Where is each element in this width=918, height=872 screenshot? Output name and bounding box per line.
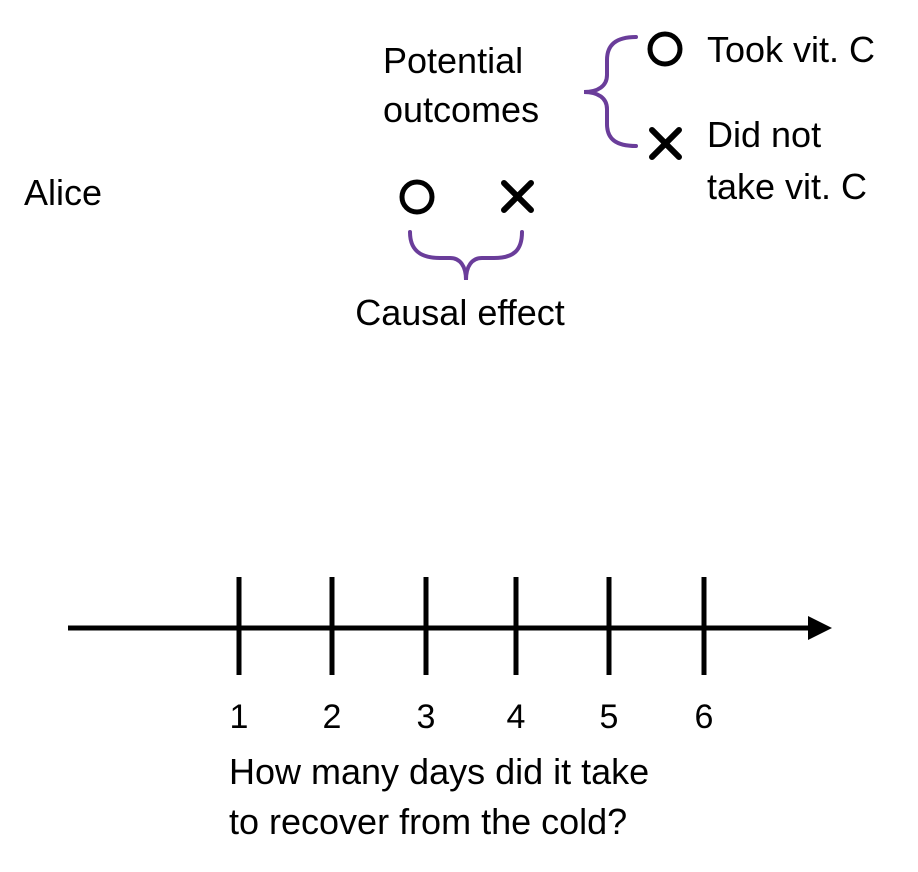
- axis-question-line2: to recover from the cold?: [229, 801, 627, 842]
- legend-title-line2: outcomes: [383, 89, 539, 130]
- axis-tick-label-4: 4: [507, 698, 526, 736]
- legend-title-line1: Potential: [383, 40, 523, 81]
- axis-tick-label-2: 2: [323, 698, 342, 736]
- legend-not-took-line1: Did not: [707, 114, 821, 155]
- legend-took-label: Took vit. C: [707, 29, 875, 70]
- causal-effect-bracket: [408, 230, 524, 281]
- axis-tick-label-6: 6: [695, 698, 714, 736]
- alice-no-vitc-cross-icon: [501, 180, 534, 213]
- causal-effect-label: Causal effect: [355, 292, 564, 333]
- axis-tick-label-1: 1: [230, 698, 249, 736]
- axis-arrowhead-icon: [808, 616, 832, 640]
- alice-took-vitc-circle-icon: [399, 179, 435, 215]
- axis-tick-label-5: 5: [600, 698, 619, 736]
- legend-not-took-line2: take vit. C: [707, 166, 867, 207]
- no-vitc-cross-icon: [649, 127, 682, 160]
- axis-ticks: 1 2 3 4 5 6: [230, 577, 714, 736]
- subject-name: Alice: [24, 172, 102, 213]
- axis-tick-label-3: 3: [417, 698, 436, 736]
- took-vitc-circle-icon: [647, 31, 683, 67]
- axis-question-line1: How many days did it take: [229, 751, 649, 792]
- legend-bracket: [583, 35, 638, 148]
